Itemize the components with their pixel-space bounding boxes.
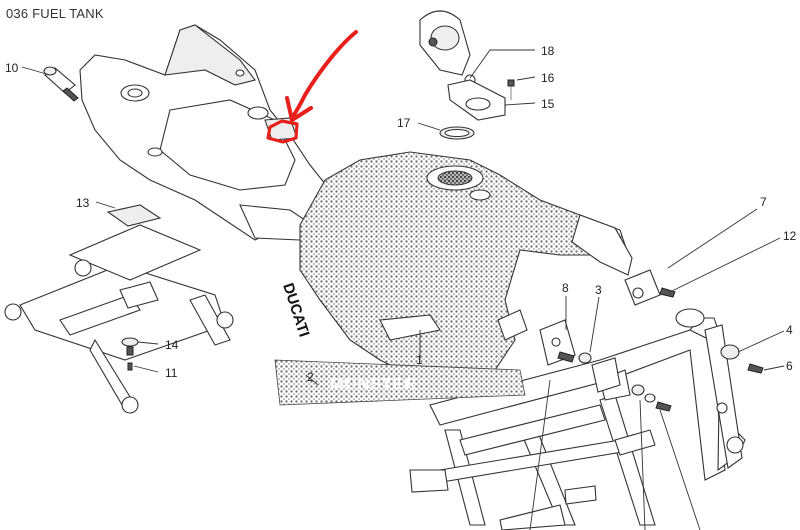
callout-13: 13: [76, 196, 90, 210]
callout-15: 15: [541, 97, 555, 111]
callout-4: 4: [786, 323, 793, 337]
callout-7: 7: [760, 195, 767, 209]
callout-labels: 10 13 14 11 18 16 15 17 7 12 4 6 8 3 2 1: [5, 44, 797, 384]
fuel-cap-assembly: [419, 10, 515, 140]
leader-lines: [21, 49, 785, 530]
callout-18: 18: [541, 44, 555, 58]
rear-tank-shell: [79, 24, 331, 241]
fuel-tank-body: DUCATI MONSTER: [274, 151, 633, 406]
red-annotation-arrow: [266, 30, 358, 144]
callout-6: 6: [786, 359, 793, 373]
tank-decal-brand: DUCATI: [279, 281, 312, 339]
spacer-sleeve-10: [43, 66, 79, 102]
page-title: 036 FUEL TANK: [6, 6, 104, 21]
tank-support-bracket: [4, 204, 234, 414]
callout-17: 17: [397, 116, 411, 130]
callout-16: 16: [541, 71, 555, 85]
callout-1: 1: [416, 353, 423, 367]
callout-10: 10: [5, 61, 19, 75]
callout-8: 8: [562, 281, 569, 295]
tank-decal-stripe: MONSTER: [330, 376, 417, 393]
mounting-hardware: [539, 269, 764, 412]
callout-3: 3: [595, 283, 602, 297]
callout-12: 12: [783, 229, 797, 243]
callout-11: 11: [165, 366, 178, 380]
callout-2: 2: [307, 370, 314, 384]
callout-14: 14: [165, 338, 179, 352]
trellis-frame: [409, 308, 746, 530]
